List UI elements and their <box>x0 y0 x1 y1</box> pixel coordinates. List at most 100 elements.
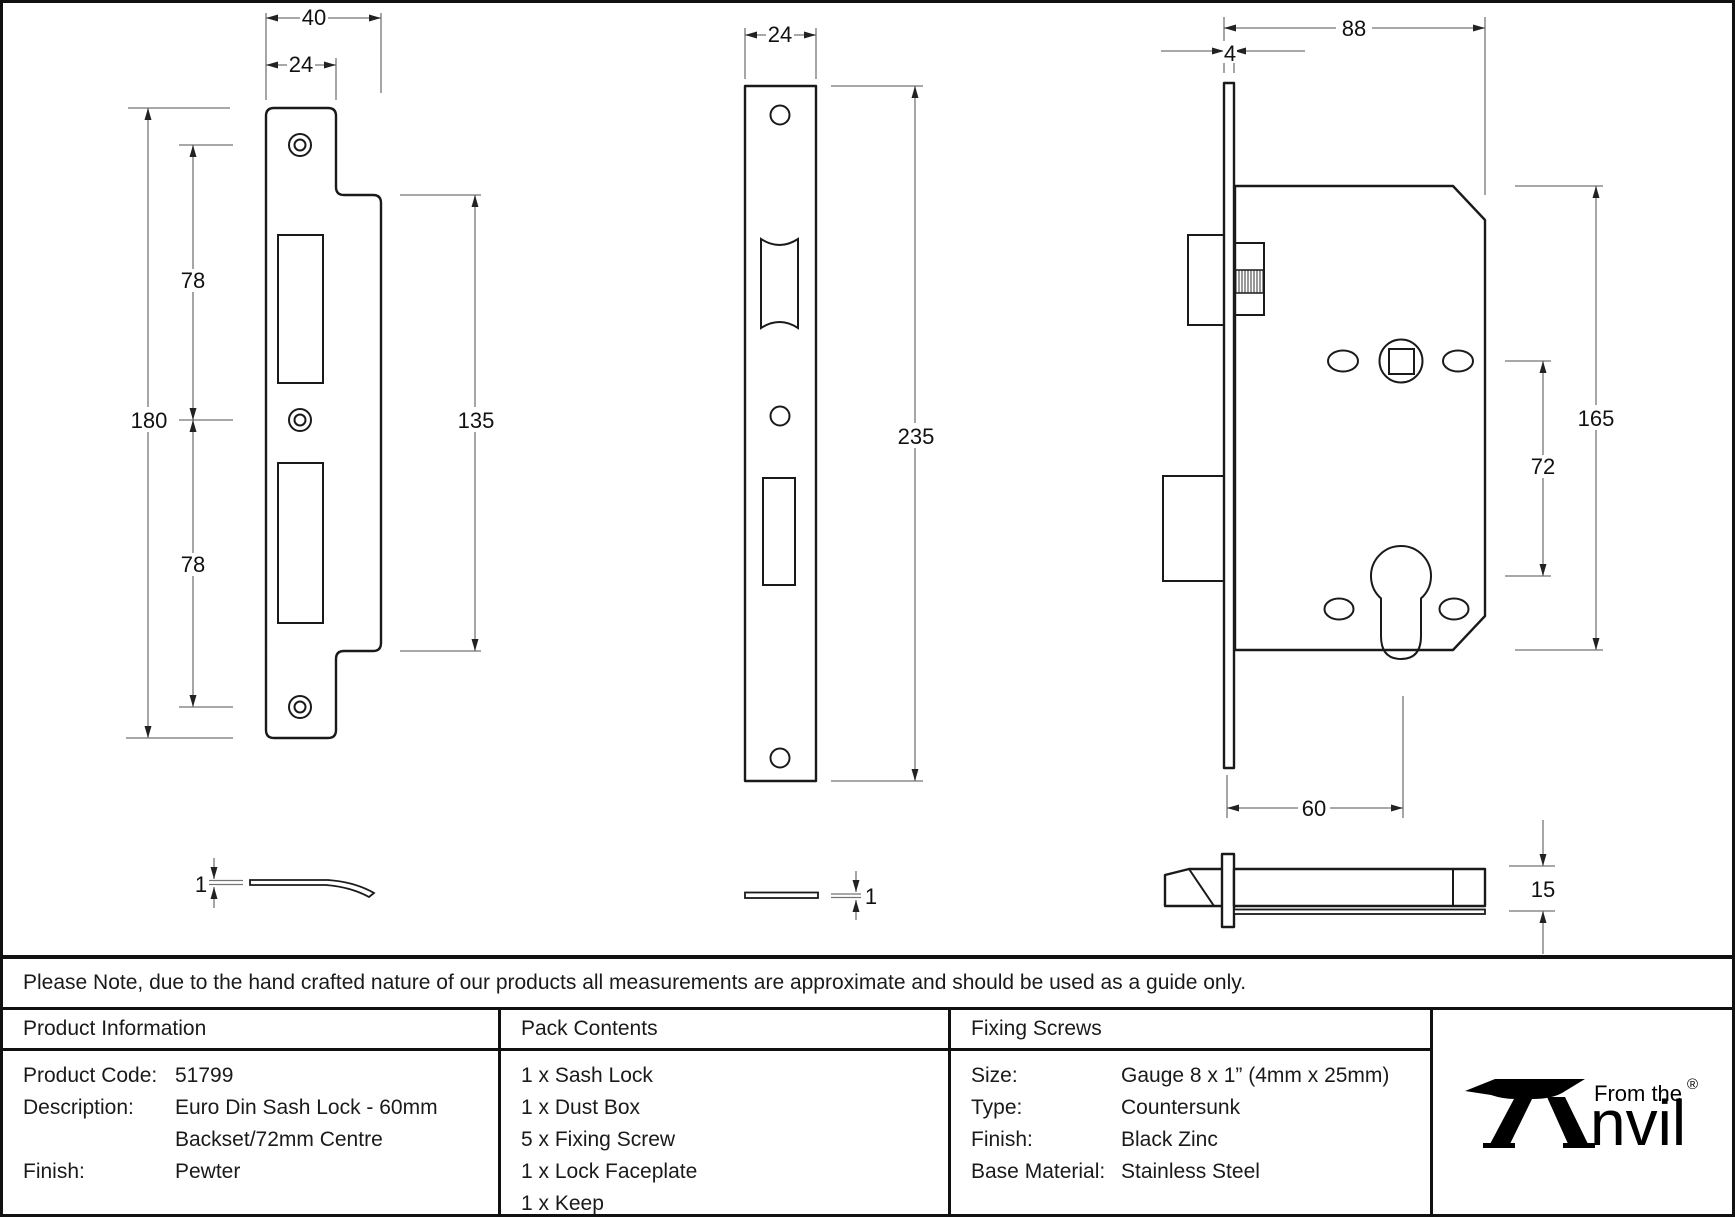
pack-contents-column: Pack Contents 1 x Sash Lock 1 x Dust Box… <box>498 1010 948 1215</box>
fixing-hole <box>1327 349 1359 373</box>
fixing-hole <box>1442 349 1474 373</box>
technical-drawing: 40 24 180 78 78 135 1 <box>126 5 1619 954</box>
dim-faceplate-height: 235 <box>898 424 935 449</box>
table-row: Description: Euro Din Sash Lock - 60mm <box>23 1092 498 1124</box>
table-row: Product Code: 51799 <box>23 1060 498 1092</box>
fixing-screws-body: Size: Gauge 8 x 1” (4mm x 25mm) Type: Co… <box>951 1051 1430 1188</box>
field-value: Euro Din Sash Lock - 60mm <box>175 1096 438 1119</box>
keep-bolt-cutout <box>277 462 324 624</box>
dead-bolt <box>1162 475 1225 582</box>
product-information-body: Product Code: 51799 Description: Euro Di… <box>3 1051 498 1188</box>
faceplate-front-view: 24 235 <box>743 22 937 783</box>
brand-logo-cell: From the nvil ® <box>1430 1010 1732 1214</box>
product-information-header: Product Information <box>3 1010 498 1051</box>
registered-mark: ® <box>1687 1076 1698 1093</box>
list-item: 1 x Sash Lock <box>521 1064 653 1087</box>
table-row: Finish: Pewter <box>23 1156 498 1188</box>
fixing-screws-header: Fixing Screws <box>951 1010 1430 1051</box>
field-label: Type: <box>971 1096 1023 1119</box>
field-label: Finish: <box>23 1160 85 1183</box>
dim-keep-thickness: 1 <box>195 872 207 897</box>
field-value: Gauge 8 x 1” (4mm x 25mm) <box>1121 1064 1390 1087</box>
dim-faceplate-width: 24 <box>768 22 792 47</box>
fixing-hole <box>1323 597 1355 621</box>
latch-body <box>1233 242 1265 316</box>
keep-side-view: 1 <box>195 858 376 908</box>
case-side-profile <box>1232 867 1487 908</box>
keep-front-view: 40 24 180 78 78 135 <box>126 5 496 740</box>
fixing-hole <box>1438 597 1470 621</box>
keep-side-profile <box>249 879 376 899</box>
field-value: 51799 <box>175 1064 234 1087</box>
field-label: Size: <box>971 1064 1018 1087</box>
dim-keep-outer-width: 40 <box>302 5 326 30</box>
spindle-square <box>1388 348 1415 375</box>
table-row: Type: Countersunk <box>971 1092 1430 1124</box>
field-label: Finish: <box>971 1128 1033 1151</box>
keep-latch-cutout <box>277 234 324 384</box>
field-value: Pewter <box>175 1160 241 1183</box>
faceplate-latch-cutout <box>760 237 799 330</box>
field-value: Black Zinc <box>1121 1128 1218 1151</box>
note-row: Please Note, due to the hand crafted nat… <box>3 959 1732 1010</box>
spindle-follower <box>1378 338 1424 384</box>
dim-keep-upper-centres: 78 <box>181 268 205 293</box>
dim-lock-width: 88 <box>1342 16 1366 41</box>
dim-lock-centres: 72 <box>1531 454 1555 479</box>
dim-faceplate-thickness: 1 <box>865 884 877 909</box>
dim-lock-height: 165 <box>1578 406 1615 431</box>
dim-lock-case-thickness: 15 <box>1531 877 1555 902</box>
dim-keep-height: 180 <box>131 408 168 433</box>
field-value: Countersunk <box>1121 1096 1241 1119</box>
dim-keep-slot-width: 24 <box>289 52 313 77</box>
field-value: Backset/72mm Centre <box>175 1128 383 1151</box>
latch-spring-hatch <box>1234 269 1264 294</box>
note-text: Please Note, due to the hand crafted nat… <box>23 971 1247 994</box>
faceplate-side-edge <box>1220 852 1236 929</box>
logo-name-tail: nvil <box>1590 1087 1686 1153</box>
table-row: Finish: Black Zinc <box>971 1124 1430 1156</box>
latch-bolt <box>1187 234 1225 326</box>
list-item: 1 x Lock Faceplate <box>521 1160 698 1183</box>
field-label: Base Material: <box>971 1160 1106 1183</box>
case-bottom-plate <box>1233 908 1486 915</box>
lock-body-side-view: 15 <box>1163 820 1555 954</box>
dim-lock-faceplate-thickness: 4 <box>1224 41 1236 66</box>
field-label: Description: <box>23 1096 134 1119</box>
dim-keep-lip-height: 135 <box>458 408 495 433</box>
field-label: Product Code: <box>23 1064 158 1087</box>
lock-case-outline <box>1233 184 1487 652</box>
from-the-anvil-logo-icon: From the nvil ® <box>1464 1076 1698 1153</box>
dim-lock-backset: 60 <box>1302 796 1326 821</box>
lock-body-front-view: 88 4 165 72 60 <box>1161 16 1619 821</box>
keep-screw-holes <box>288 133 312 719</box>
field-label <box>23 1124 175 1156</box>
lock-faceplate-edge <box>1222 81 1236 770</box>
latch-side-profile <box>1163 867 1225 908</box>
table-row: Size: Gauge 8 x 1” (4mm x 25mm) <box>971 1060 1430 1092</box>
faceplate-screw-hole-bottom <box>769 747 791 769</box>
keep-plate-outline <box>264 106 383 740</box>
list-item: 1 x Keep <box>521 1192 604 1215</box>
field-value: Stainless Steel <box>1121 1160 1260 1183</box>
info-section: Please Note, due to the hand crafted nat… <box>3 955 1732 1214</box>
euro-cylinder-hole <box>1370 545 1432 661</box>
logo-prefix: From the <box>1594 1081 1682 1106</box>
info-table: Product Information Product Code: 51799 … <box>3 1010 1732 1215</box>
faceplate-screw-hole-mid <box>769 405 791 427</box>
table-row: Base Material: Stainless Steel <box>971 1156 1430 1188</box>
faceplate-side-view: 1 <box>744 871 877 920</box>
anvil-a-glyph <box>1464 1078 1585 1099</box>
faceplate-bolt-cutout <box>762 477 796 586</box>
pack-contents-body: 1 x Sash Lock 1 x Dust Box 5 x Fixing Sc… <box>501 1051 948 1215</box>
pack-contents-header: Pack Contents <box>501 1010 948 1051</box>
table-row: Backset/72mm Centre <box>23 1124 498 1156</box>
list-item: 5 x Fixing Screw <box>521 1128 676 1151</box>
fixing-screws-column: Fixing Screws Size: Gauge 8 x 1” (4mm x … <box>948 1010 1430 1214</box>
faceplate-outline <box>743 84 818 783</box>
faceplate-screw-hole-top <box>769 104 791 126</box>
list-item: 1 x Dust Box <box>521 1096 641 1119</box>
faceplate-side-profile <box>744 891 819 899</box>
dim-keep-lower-centres: 78 <box>181 552 205 577</box>
